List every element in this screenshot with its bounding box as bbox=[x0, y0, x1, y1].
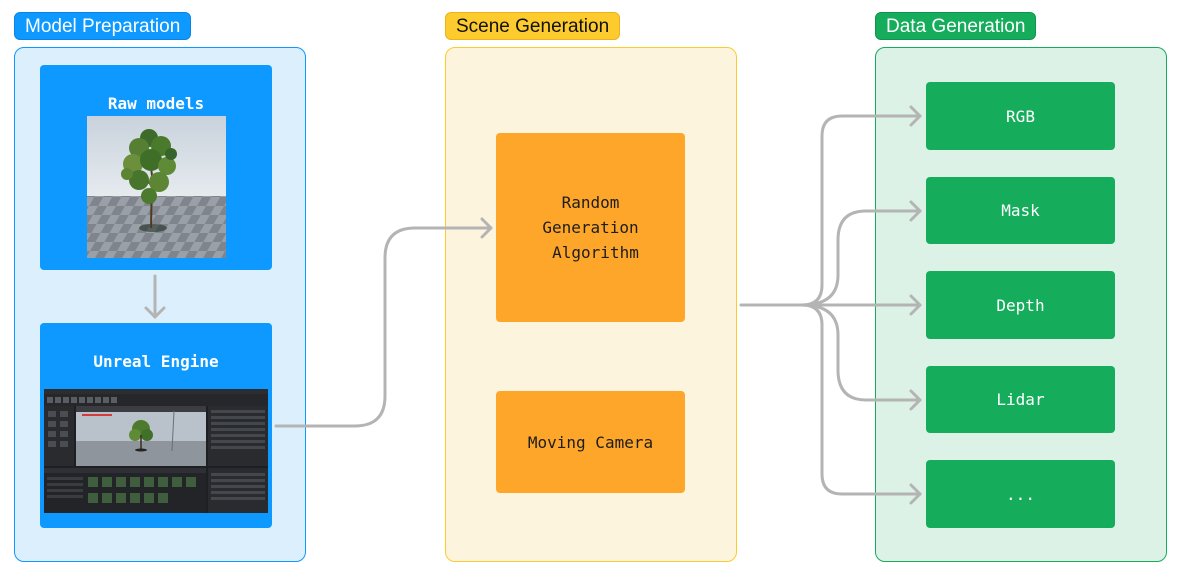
random-generation-line-3: Algorithm bbox=[552, 243, 639, 262]
output-rgb-box: RGB bbox=[926, 82, 1115, 150]
output-depth-box: Depth bbox=[926, 271, 1115, 339]
random-generation-algorithm-box: Random Generation Algorithm bbox=[496, 133, 685, 322]
unreal-engine-card: Unreal Engine bbox=[40, 323, 272, 528]
model-preparation-tag: Model Preparation bbox=[14, 12, 192, 40]
unreal-editor-screenshot bbox=[44, 389, 268, 513]
data-generation-tag: Data Generation bbox=[875, 12, 1037, 40]
random-generation-line-1: Random bbox=[561, 193, 620, 212]
moving-camera-box: Moving Camera bbox=[496, 391, 685, 493]
raw-models-card: Raw models bbox=[40, 65, 272, 270]
scene-generation-tag: Scene Generation bbox=[445, 12, 621, 40]
raw-models-title: Raw models bbox=[107, 94, 205, 113]
random-generation-line-2: Generation bbox=[542, 218, 639, 237]
unreal-engine-title: Unreal Engine bbox=[93, 352, 219, 371]
output-mask-box: Mask bbox=[926, 177, 1115, 244]
tree-model-preview bbox=[87, 116, 226, 258]
output-more-box: ... bbox=[926, 460, 1115, 528]
output-lidar-box: Lidar bbox=[926, 366, 1115, 433]
